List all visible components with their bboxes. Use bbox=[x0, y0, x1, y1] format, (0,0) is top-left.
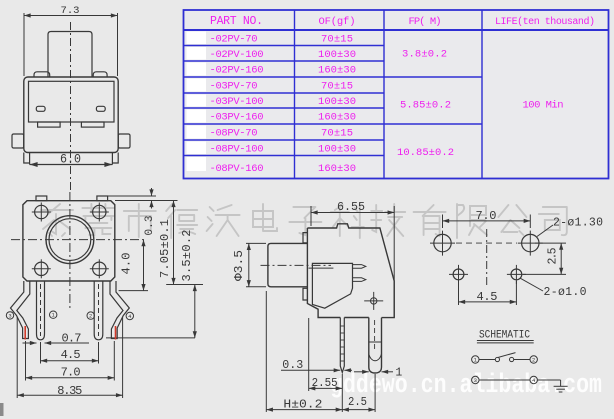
svg-text:4: 4 bbox=[532, 377, 536, 384]
svg-text:2.5: 2.5 bbox=[546, 247, 559, 264]
svg-text:1: 1 bbox=[395, 367, 402, 380]
svg-text:3: 3 bbox=[8, 312, 11, 319]
svg-text:3.5±0.2: 3.5±0.2 bbox=[180, 230, 194, 282]
svg-text:PART NO.: PART NO. bbox=[210, 15, 263, 28]
svg-text:-03PV-160: -03PV-160 bbox=[210, 112, 264, 124]
svg-text:6.0: 6.0 bbox=[60, 152, 81, 167]
svg-text:3: 3 bbox=[474, 377, 477, 384]
svg-text:OF(gf): OF(gf) bbox=[319, 16, 356, 28]
svg-text:70±15: 70±15 bbox=[321, 81, 353, 93]
svg-text:100±30: 100±30 bbox=[318, 49, 356, 61]
svg-text:160±30: 160±30 bbox=[318, 112, 356, 124]
svg-text:7.3: 7.3 bbox=[61, 5, 80, 17]
svg-text:4.5: 4.5 bbox=[477, 290, 498, 304]
svg-text:-08PV-160: -08PV-160 bbox=[210, 163, 264, 175]
svg-text:-02PV-70: -02PV-70 bbox=[210, 34, 258, 46]
svg-text:7.05±0.1: 7.05±0.1 bbox=[158, 219, 172, 278]
svg-text:6.55: 6.55 bbox=[337, 200, 365, 214]
svg-text:-02PV-100: -02PV-100 bbox=[210, 49, 264, 61]
svg-text:10.85±0.2: 10.85±0.2 bbox=[397, 147, 454, 159]
svg-text:H±0.2: H±0.2 bbox=[283, 397, 322, 411]
svg-text:SCHEMATIC: SCHEMATIC bbox=[479, 330, 530, 342]
svg-text:4.0: 4.0 bbox=[120, 253, 134, 275]
svg-text:100±30: 100±30 bbox=[318, 96, 356, 108]
svg-text:7.0: 7.0 bbox=[476, 209, 497, 223]
svg-text:-03PV-100: -03PV-100 bbox=[210, 96, 264, 108]
svg-text:7.0: 7.0 bbox=[61, 365, 81, 379]
svg-text:FP( M): FP( M) bbox=[409, 16, 442, 28]
svg-text:8.35: 8.35 bbox=[57, 384, 82, 398]
svg-text:0.3: 0.3 bbox=[144, 216, 156, 236]
svg-text:0.3: 0.3 bbox=[282, 359, 303, 372]
svg-text:2-ø1.0: 2-ø1.0 bbox=[544, 286, 587, 299]
svg-text:LIFE(ten thousand): LIFE(ten thousand) bbox=[495, 16, 595, 28]
svg-text:100±30: 100±30 bbox=[318, 144, 356, 156]
svg-text:-08PV-100: -08PV-100 bbox=[210, 144, 264, 156]
svg-text:2: 2 bbox=[89, 313, 92, 320]
svg-text:-08PV-70: -08PV-70 bbox=[210, 128, 258, 140]
svg-text:1: 1 bbox=[52, 312, 56, 319]
svg-text:0.7: 0.7 bbox=[62, 332, 82, 346]
svg-text:1: 1 bbox=[474, 357, 478, 364]
svg-text:160±30: 160±30 bbox=[318, 65, 356, 77]
svg-text:4.5: 4.5 bbox=[61, 348, 81, 362]
svg-text:2.55: 2.55 bbox=[312, 377, 338, 390]
svg-text:4: 4 bbox=[128, 313, 132, 320]
svg-text:160±30: 160±30 bbox=[318, 163, 356, 175]
svg-text:2-ø1.30: 2-ø1.30 bbox=[553, 217, 603, 230]
svg-text:70±15: 70±15 bbox=[321, 34, 353, 46]
svg-text:2.5: 2.5 bbox=[348, 395, 367, 409]
svg-text:100 Min: 100 Min bbox=[523, 100, 564, 112]
svg-text:3.8±0.2: 3.8±0.2 bbox=[402, 49, 447, 61]
svg-text:-02PV-160: -02PV-160 bbox=[210, 65, 264, 77]
svg-text:5.85±0.2: 5.85±0.2 bbox=[400, 100, 451, 112]
svg-text:-03PV-70: -03PV-70 bbox=[210, 81, 258, 93]
svg-text:2: 2 bbox=[532, 357, 535, 364]
svg-text:Φ3.5: Φ3.5 bbox=[232, 250, 246, 281]
svg-text:70±15: 70±15 bbox=[321, 128, 353, 140]
